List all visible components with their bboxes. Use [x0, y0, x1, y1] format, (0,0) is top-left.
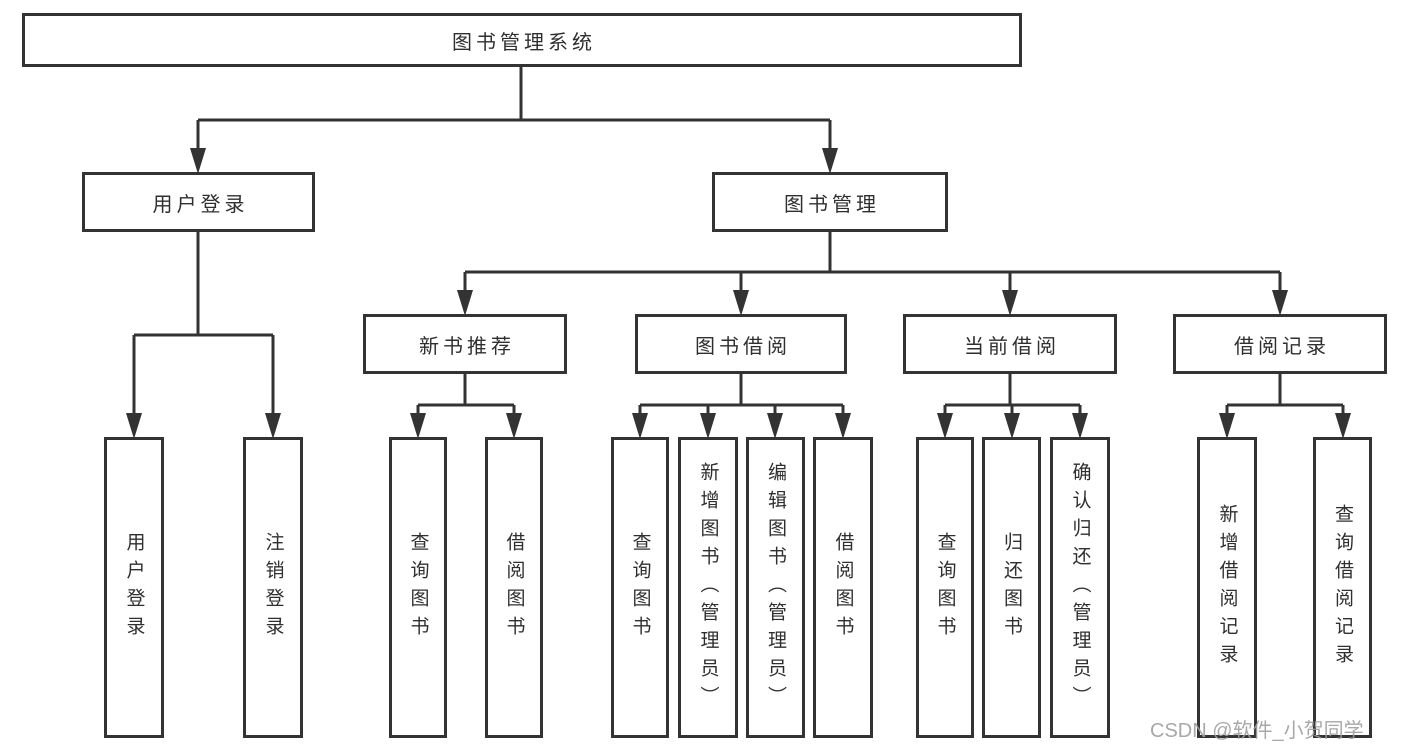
node-label: 图书管理系统 — [452, 31, 596, 54]
leaf-confirm-return-admin: 确认归还（管理员） — [1050, 437, 1110, 738]
leaf-return-books: 归还图书 — [982, 437, 1041, 738]
node-label: 当前借阅 — [964, 335, 1060, 358]
csdn-watermark: CSDN @软件_小贺同学 — [1150, 720, 1364, 742]
node-current-borrowing: 当前借阅 — [903, 314, 1117, 374]
leaf-add-borrow-record: 新增借阅记录 — [1197, 437, 1257, 738]
node-label: 查询借阅记录 — [1332, 503, 1353, 672]
node-label: 查询图书 — [629, 531, 651, 644]
leaf-query-books-3: 查询图书 — [916, 437, 974, 738]
node-book-management-module: 图书管理 — [712, 172, 948, 232]
leaf-edit-book-admin: 编辑图书（管理员） — [746, 437, 805, 738]
node-label: 新增图书（管理员） — [697, 461, 719, 714]
leaf-user-login: 用户登录 — [104, 437, 164, 738]
node-borrowing-records: 借阅记录 — [1173, 314, 1387, 374]
node-library-management-system: 图书管理系统 — [22, 13, 1022, 67]
node-label: 确认归还（管理员） — [1069, 461, 1091, 714]
leaf-borrow-books-2: 借阅图书 — [813, 437, 873, 738]
node-label: 新书推荐 — [419, 335, 515, 358]
leaf-logout: 注销登录 — [243, 437, 303, 738]
node-user-login-module: 用户登录 — [82, 172, 315, 232]
node-label: 借阅记录 — [1234, 335, 1330, 358]
leaf-query-borrow-record: 查询借阅记录 — [1313, 437, 1372, 738]
node-label: 用户登录 — [123, 531, 145, 644]
node-label: 归还图书 — [1001, 531, 1022, 644]
node-label: 查询图书 — [934, 531, 956, 644]
node-label: 新增借阅记录 — [1216, 503, 1238, 672]
node-label: 注销登录 — [262, 531, 284, 644]
node-label: 编辑图书（管理员） — [765, 461, 786, 714]
node-label: 借阅图书 — [503, 531, 525, 644]
node-new-book-recommend: 新书推荐 — [363, 314, 567, 374]
node-book-borrowing: 图书借阅 — [635, 314, 847, 374]
node-label: 查询图书 — [407, 531, 429, 644]
node-label: 图书管理 — [784, 193, 880, 216]
node-label: 图书借阅 — [695, 335, 791, 358]
leaf-borrow-books-1: 借阅图书 — [485, 437, 543, 738]
node-label: 用户登录 — [152, 193, 249, 216]
leaf-query-books-2: 查询图书 — [611, 437, 669, 738]
node-label: 借阅图书 — [832, 531, 854, 644]
leaf-add-book-admin: 新增图书（管理员） — [678, 437, 738, 738]
leaf-query-books-1: 查询图书 — [389, 437, 447, 738]
